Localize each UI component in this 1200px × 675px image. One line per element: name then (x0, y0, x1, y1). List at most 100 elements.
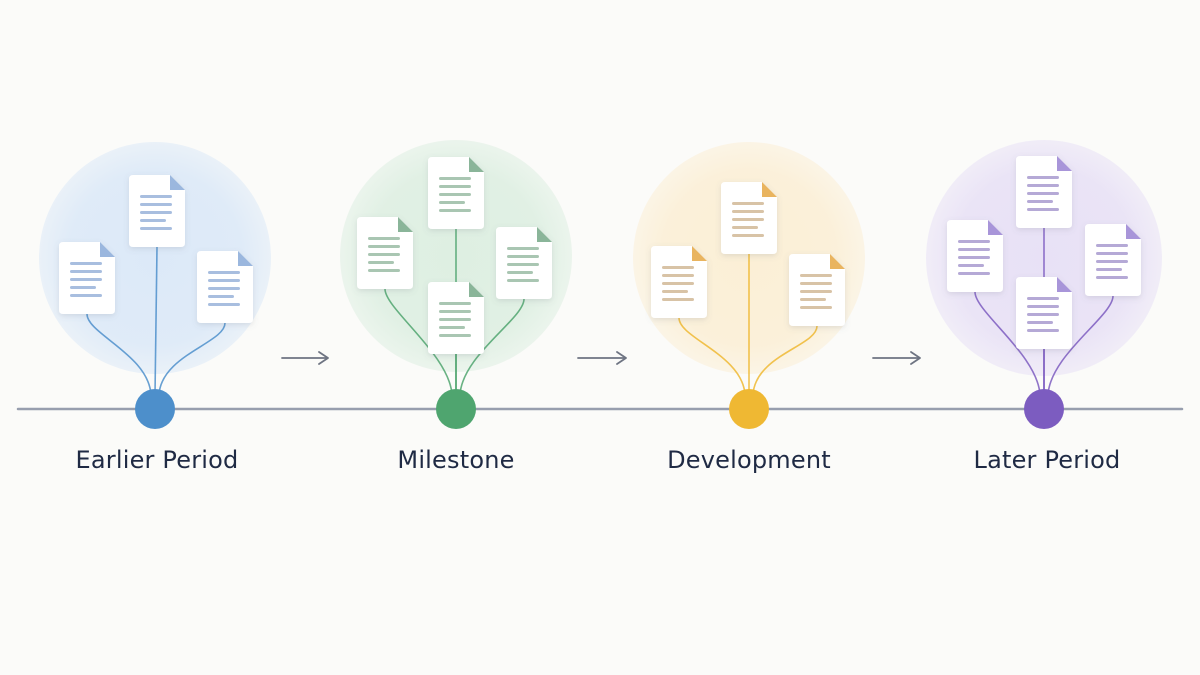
document-text-line (208, 279, 240, 282)
document-fold (537, 227, 552, 242)
document-text-line (732, 202, 764, 205)
document-text-line (1027, 200, 1053, 203)
stage-node-0 (135, 389, 175, 429)
document-fold (830, 254, 845, 269)
document-icon (428, 282, 484, 354)
document-icon (1016, 156, 1072, 228)
connectors-stage-0 (86, 246, 226, 396)
document-icon (59, 242, 115, 314)
connector-line (158, 322, 226, 396)
document-text-line (1096, 252, 1128, 255)
stage-label-milestone: Milestone (397, 446, 515, 474)
document-text-line (958, 248, 990, 251)
document-text-line (662, 298, 694, 301)
document-text-line (732, 218, 764, 221)
document-fold (398, 217, 413, 232)
document-fold (692, 246, 707, 261)
document-text-line (368, 269, 400, 272)
document-fold (762, 182, 777, 197)
connector-line (678, 317, 746, 396)
document-text-line (140, 195, 172, 198)
document-text-line (1027, 321, 1053, 324)
document-fold (1126, 224, 1141, 239)
arrow-icon (872, 351, 921, 365)
document-icon (721, 182, 777, 254)
document-text-line (439, 185, 471, 188)
document-text-line (439, 177, 471, 180)
document-icon (651, 246, 707, 318)
document-text-line (439, 193, 471, 196)
document-text-line (368, 261, 394, 264)
document-text-line (958, 256, 990, 259)
document-icon (947, 220, 1003, 292)
document-fold (469, 157, 484, 172)
document-text-line (439, 318, 471, 321)
arrow-head (910, 351, 921, 365)
document-text-line (958, 264, 984, 267)
arrow-icon (577, 351, 627, 365)
stage-label-later-period: Later Period (973, 446, 1121, 474)
document-text-line (439, 326, 465, 329)
document-text-line (507, 263, 539, 266)
document-text-line (1096, 244, 1128, 247)
arrow-head (616, 351, 627, 365)
document-icon (1085, 224, 1141, 296)
document-text-line (1027, 208, 1059, 211)
document-text-line (662, 266, 694, 269)
document-fold (1057, 277, 1072, 292)
document-text-line (439, 201, 465, 204)
document-text-line (507, 247, 539, 250)
document-text-line (732, 226, 758, 229)
connector-line (974, 291, 1041, 396)
document-fold (170, 175, 185, 190)
document-fold (100, 242, 115, 257)
document-text-line (1027, 313, 1059, 316)
document-text-line (1096, 260, 1128, 263)
document-text-line (662, 282, 694, 285)
document-text-line (662, 290, 688, 293)
document-text-line (1027, 297, 1059, 300)
stage-label-development: Development (667, 446, 831, 474)
connector-line (752, 325, 818, 396)
document-fold (469, 282, 484, 297)
document-icon (129, 175, 185, 247)
document-text-line (140, 203, 172, 206)
document-icon (428, 157, 484, 229)
document-icon (357, 217, 413, 289)
document-icon (1016, 277, 1072, 349)
document-text-line (507, 279, 539, 282)
connector-line (384, 288, 453, 396)
stage-label-earlier-period: Earlier Period (75, 446, 239, 474)
document-text-line (70, 270, 102, 273)
document-text-line (140, 219, 166, 222)
document-fold (1057, 156, 1072, 171)
connector-line (459, 298, 525, 396)
document-text-line (208, 271, 240, 274)
document-text-line (958, 240, 990, 243)
document-text-line (439, 302, 471, 305)
stage-node-1 (436, 389, 476, 429)
document-text-line (368, 245, 400, 248)
document-text-line (70, 278, 102, 281)
document-text-line (507, 271, 533, 274)
document-text-line (208, 287, 240, 290)
document-text-line (208, 295, 234, 298)
document-text-line (1027, 176, 1059, 179)
document-text-line (732, 234, 764, 237)
document-text-line (732, 210, 764, 213)
document-text-line (368, 253, 400, 256)
document-icon (789, 254, 845, 326)
document-text-line (507, 255, 539, 258)
document-text-line (208, 303, 240, 306)
arrow-icon (281, 351, 329, 365)
document-icon (197, 251, 253, 323)
document-text-line (1027, 192, 1059, 195)
connector-line (1047, 295, 1114, 396)
document-text-line (800, 306, 832, 309)
connector-line (86, 313, 152, 396)
document-fold (238, 251, 253, 266)
document-text-line (368, 237, 400, 240)
document-text-line (958, 272, 990, 275)
